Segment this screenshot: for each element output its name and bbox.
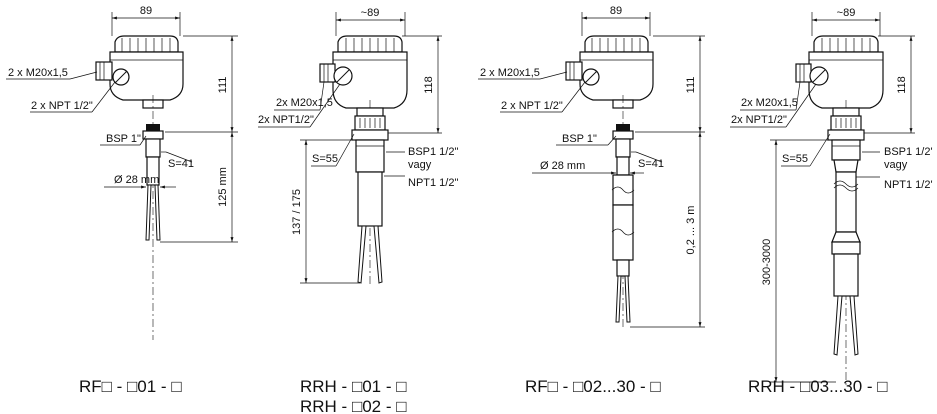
label-diameter: Ø 28 mm: [114, 174, 159, 186]
probe-length-dim: 137 / 175: [291, 189, 303, 235]
order-code-rrh-03-30: RRH - □03...30 - □: [748, 377, 888, 396]
label-bsp: BSP 1": [106, 133, 141, 145]
height-dim: 111: [685, 77, 697, 94]
label-or: vagy: [884, 159, 908, 171]
width-dim: ~89: [361, 7, 380, 19]
label-npt: 2x NPT1/2": [258, 114, 314, 126]
label-s41: S=41: [638, 158, 664, 170]
order-code-rrh-02: RRH - □02 - □: [300, 397, 407, 414]
label-gland: 2x M20x1,5: [276, 97, 333, 109]
label-bsp: BSP1 1/2": [408, 146, 458, 158]
label-npt: 2x NPT1/2": [731, 114, 787, 126]
label-s55: S=55: [312, 153, 338, 165]
probe-length-dim: 300-3000: [761, 239, 773, 286]
order-code-rf-02-30: RF□ - □02...30 - □: [525, 377, 661, 396]
label-s55: S=55: [782, 153, 808, 165]
width-dim: ~89: [837, 7, 856, 19]
height-dim: 111: [217, 77, 229, 94]
label-gland: 2 x M20x1,5: [8, 67, 68, 79]
height-dim: 118: [423, 76, 435, 94]
drawing-rf-01: 89 111 12: [6, 5, 238, 340]
label-npt-thread: NPT1 1/2': [884, 179, 933, 191]
width-dim: 89: [140, 5, 152, 17]
label-bsp: BSP 1": [562, 133, 597, 145]
order-code-rrh-01: RRH - □01 - □: [300, 377, 407, 396]
label-diameter: Ø 28 mm: [540, 160, 585, 172]
label-npt-thread: NPT1 1/2": [408, 177, 458, 189]
label-npt: 2 x NPT 1/2": [31, 100, 93, 112]
label-gland: 2 x M20x1,5: [480, 67, 540, 79]
probe-length-dim: 0,2 ... 3 m: [685, 206, 697, 255]
label-gland: 2x M20x1,5: [741, 97, 798, 109]
width-dim: 89: [610, 5, 622, 17]
drawing-rrh-03-30: ~89: [730, 7, 933, 385]
drawing-rf-02-30: 89 111 0,2 ...: [478, 5, 705, 330]
drawing-rrh-01: ~89 137 / 175: [258, 7, 458, 285]
probe-length-dim: 125 mm: [217, 167, 229, 207]
label-npt: 2 x NPT 1/2": [501, 100, 563, 112]
label-s41: S=41: [168, 158, 194, 170]
label-bsp: BSP1 1/2': [884, 146, 933, 158]
label-or: vagy: [408, 159, 432, 171]
height-dim: 118: [896, 76, 908, 94]
order-code-rf-01: RF□ - □01 - □: [79, 377, 182, 396]
